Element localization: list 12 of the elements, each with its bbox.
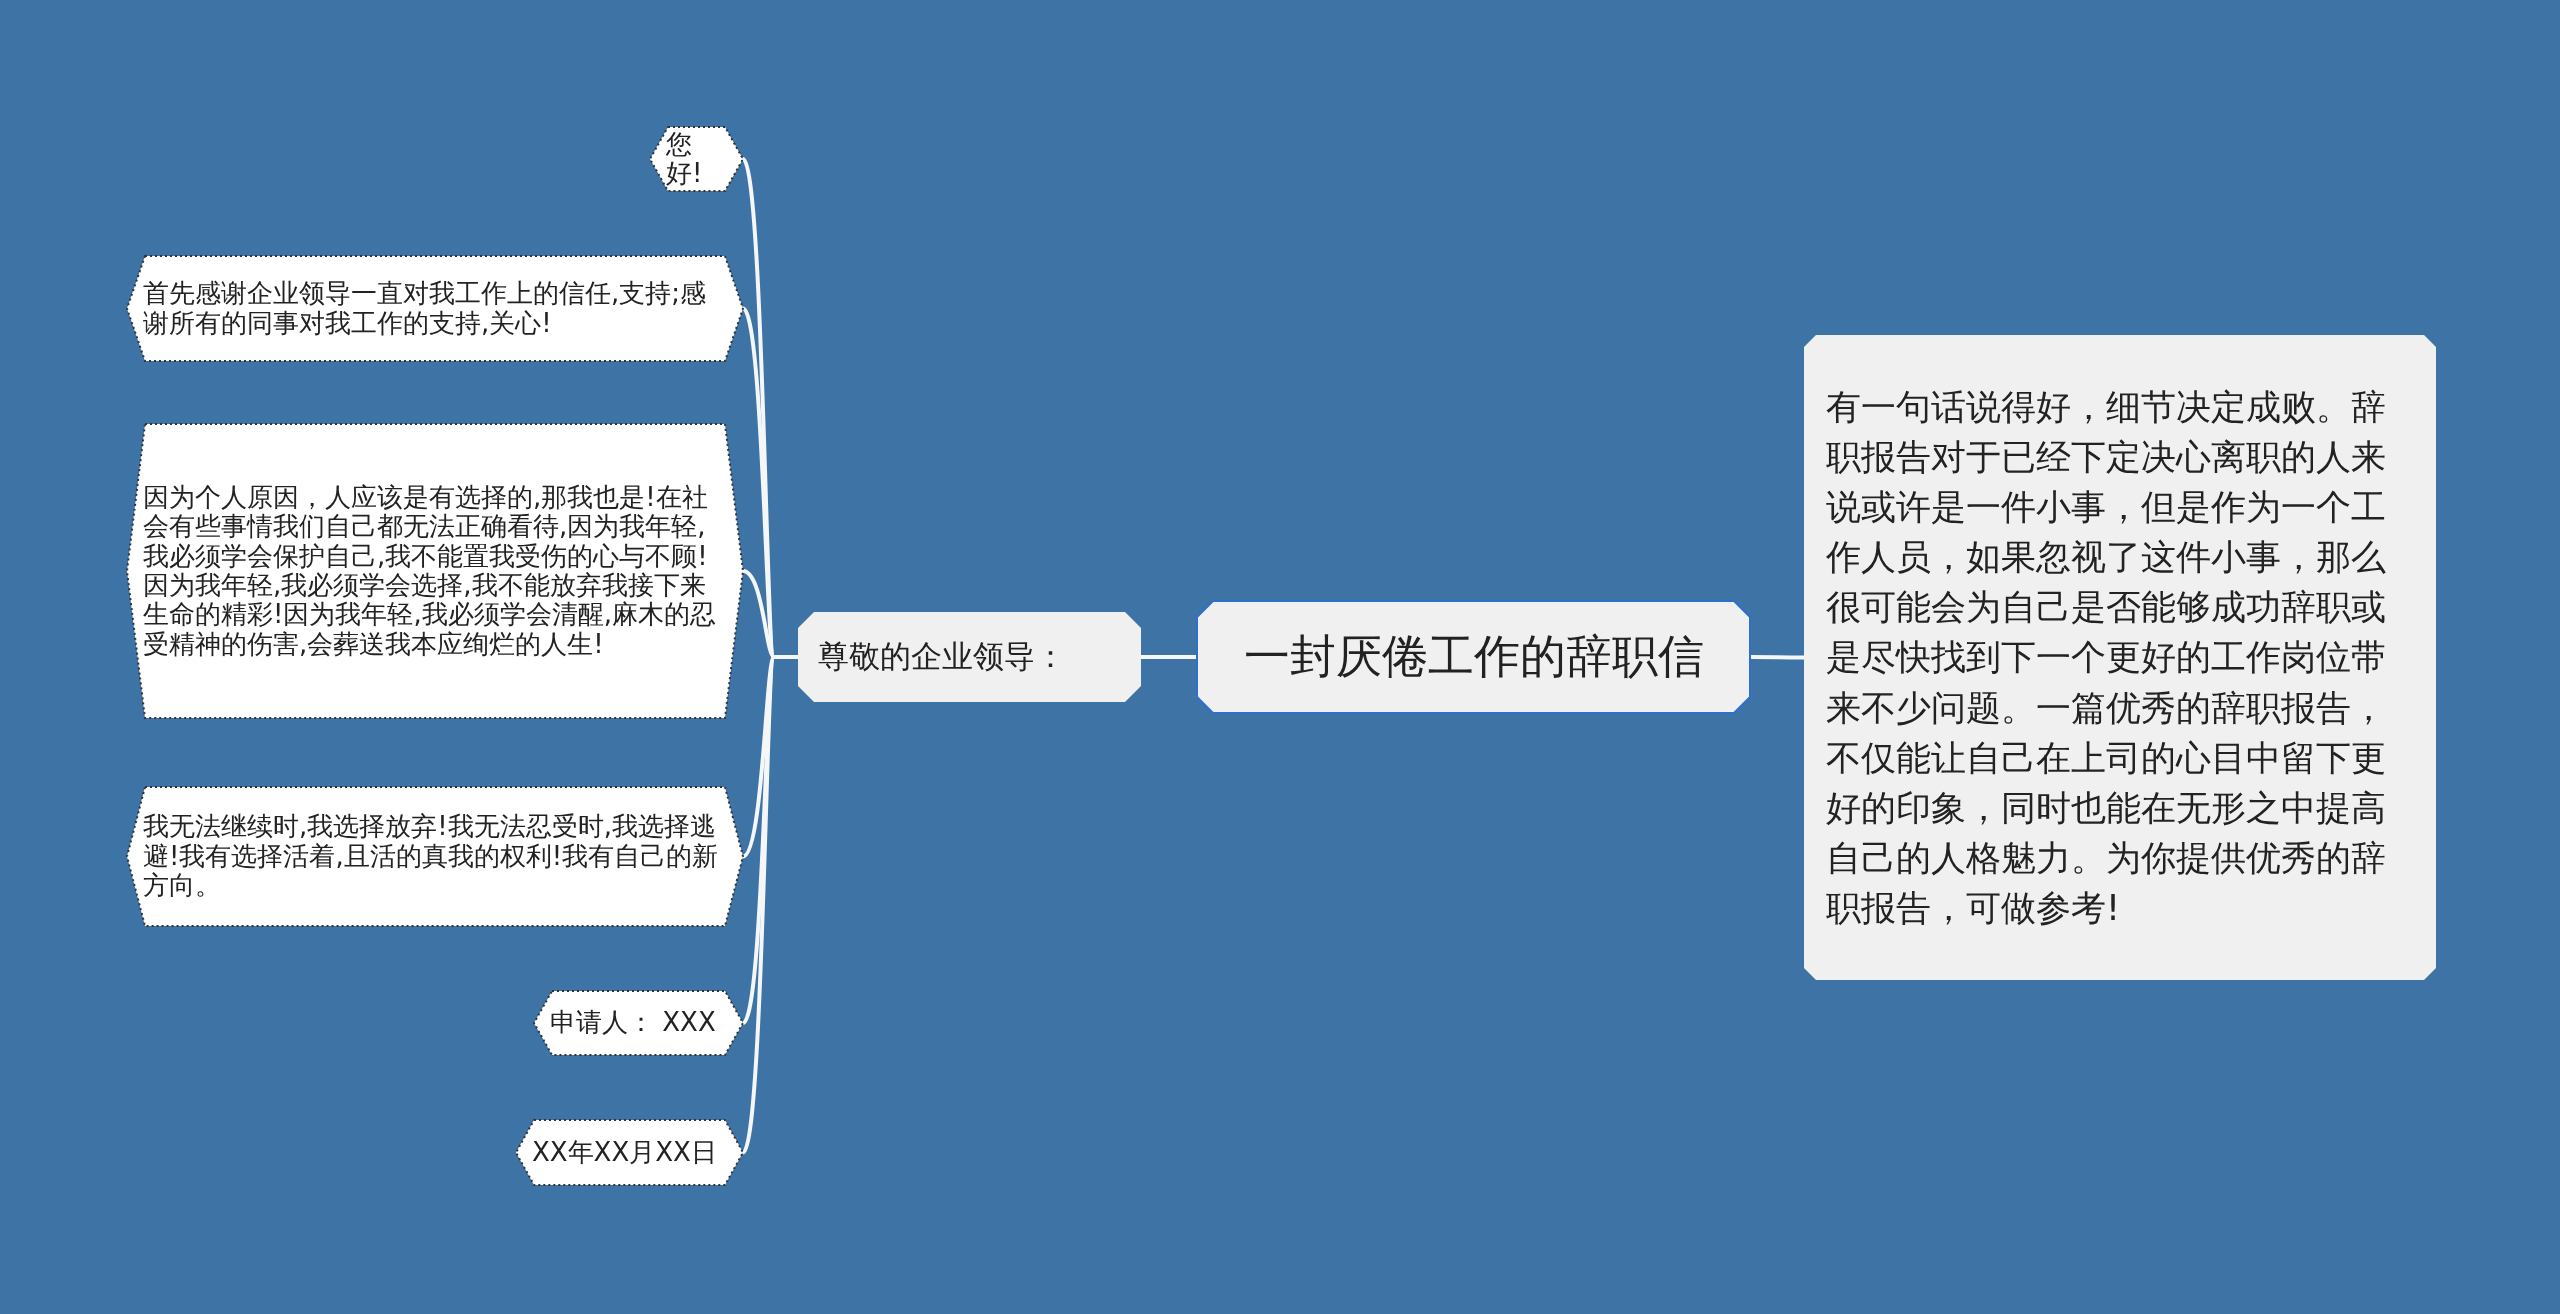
subtopic-box: 您好! bbox=[650, 127, 743, 191]
subtopic-box: XX年XX月XX日 bbox=[516, 1120, 743, 1185]
subtopic-box: 首先感谢企业领导一直对我工作上的信任,支持;感谢所有的同事对我工作的支持,关心! bbox=[127, 256, 743, 361]
connector-line bbox=[741, 655, 798, 1154]
connector-line bbox=[1141, 655, 1197, 659]
subtopic-box: 申请人： XXX bbox=[534, 991, 743, 1055]
connector-line bbox=[1750, 655, 1804, 660]
title-box: 一封厌倦工作的辞职信 bbox=[1197, 601, 1750, 713]
subtopic-box: 因为个人原因，人应该是有选择的,那我也是!在社会有些事情我们自己都无法正确看待,因为我年轻,我必须学会保护自己,我不能置我受伤的心与不顾!因为我年轻,我必须学会选择,我不能放弃我接下来生命的精彩!因为我年轻,我必须学会清醒,麻木的忍受精神的伤害,会葬送我本应绚烂的人生! bbox=[127, 424, 743, 718]
subtopic-box: 我无法继续时,我选择放弃!我无法忍受时,我选择逃避!我有选择活着,且活的真我的权利!我有自己的新方向。 bbox=[127, 787, 743, 926]
topic-box: 尊敬的企业领导： bbox=[798, 612, 1141, 702]
note-box: 有一句话说得好，细节决定成败。辞职报告对于已经下定决心离职的人来说或许是一件小事，但是作为一个工作人员，如果忽视了这件小事，那么很可能会为自己是否能够成功辞职或是尽快找到下一个更好的工作岗位带来不少问题。一篇优秀的辞职报告，不仅能让自己在上司的心目中留下更好的印象，同时也能在无形之中提高自己的人格魅力。为你提供优秀的辞职报告，可做参考! bbox=[1804, 335, 2436, 980]
